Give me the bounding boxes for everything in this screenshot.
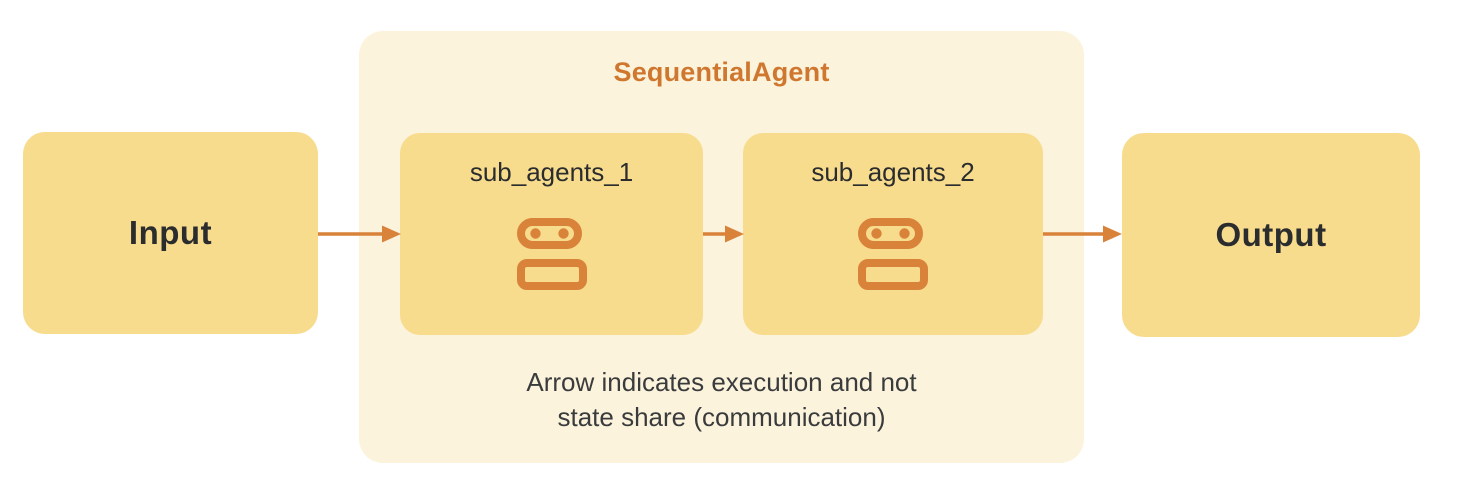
input-label: Input bbox=[128, 214, 213, 251]
output-node: Output bbox=[1122, 133, 1420, 337]
robot-icon bbox=[858, 218, 928, 290]
input-node: Input bbox=[23, 132, 318, 334]
sub-agent-2-label: sub_agents_2 bbox=[811, 157, 975, 187]
caption-line-1: Arrow indicates execution and not bbox=[526, 367, 917, 397]
caption: Arrow indicates execution and not state … bbox=[359, 365, 1084, 435]
output-label: Output bbox=[1215, 216, 1327, 253]
container-title: SequentialAgent bbox=[613, 57, 830, 87]
sub-agent-node-2: sub_agents_2 bbox=[743, 133, 1043, 335]
sub-agent-1-label: sub_agents_1 bbox=[469, 157, 634, 187]
sequential-agent-container: SequentialAgent sub_agents_1 sub_agents_… bbox=[359, 31, 1084, 463]
robot-icon bbox=[516, 218, 587, 290]
caption-line-2: state share (communication) bbox=[557, 402, 886, 432]
sub-agent-node-1: sub_agents_1 bbox=[400, 133, 703, 335]
